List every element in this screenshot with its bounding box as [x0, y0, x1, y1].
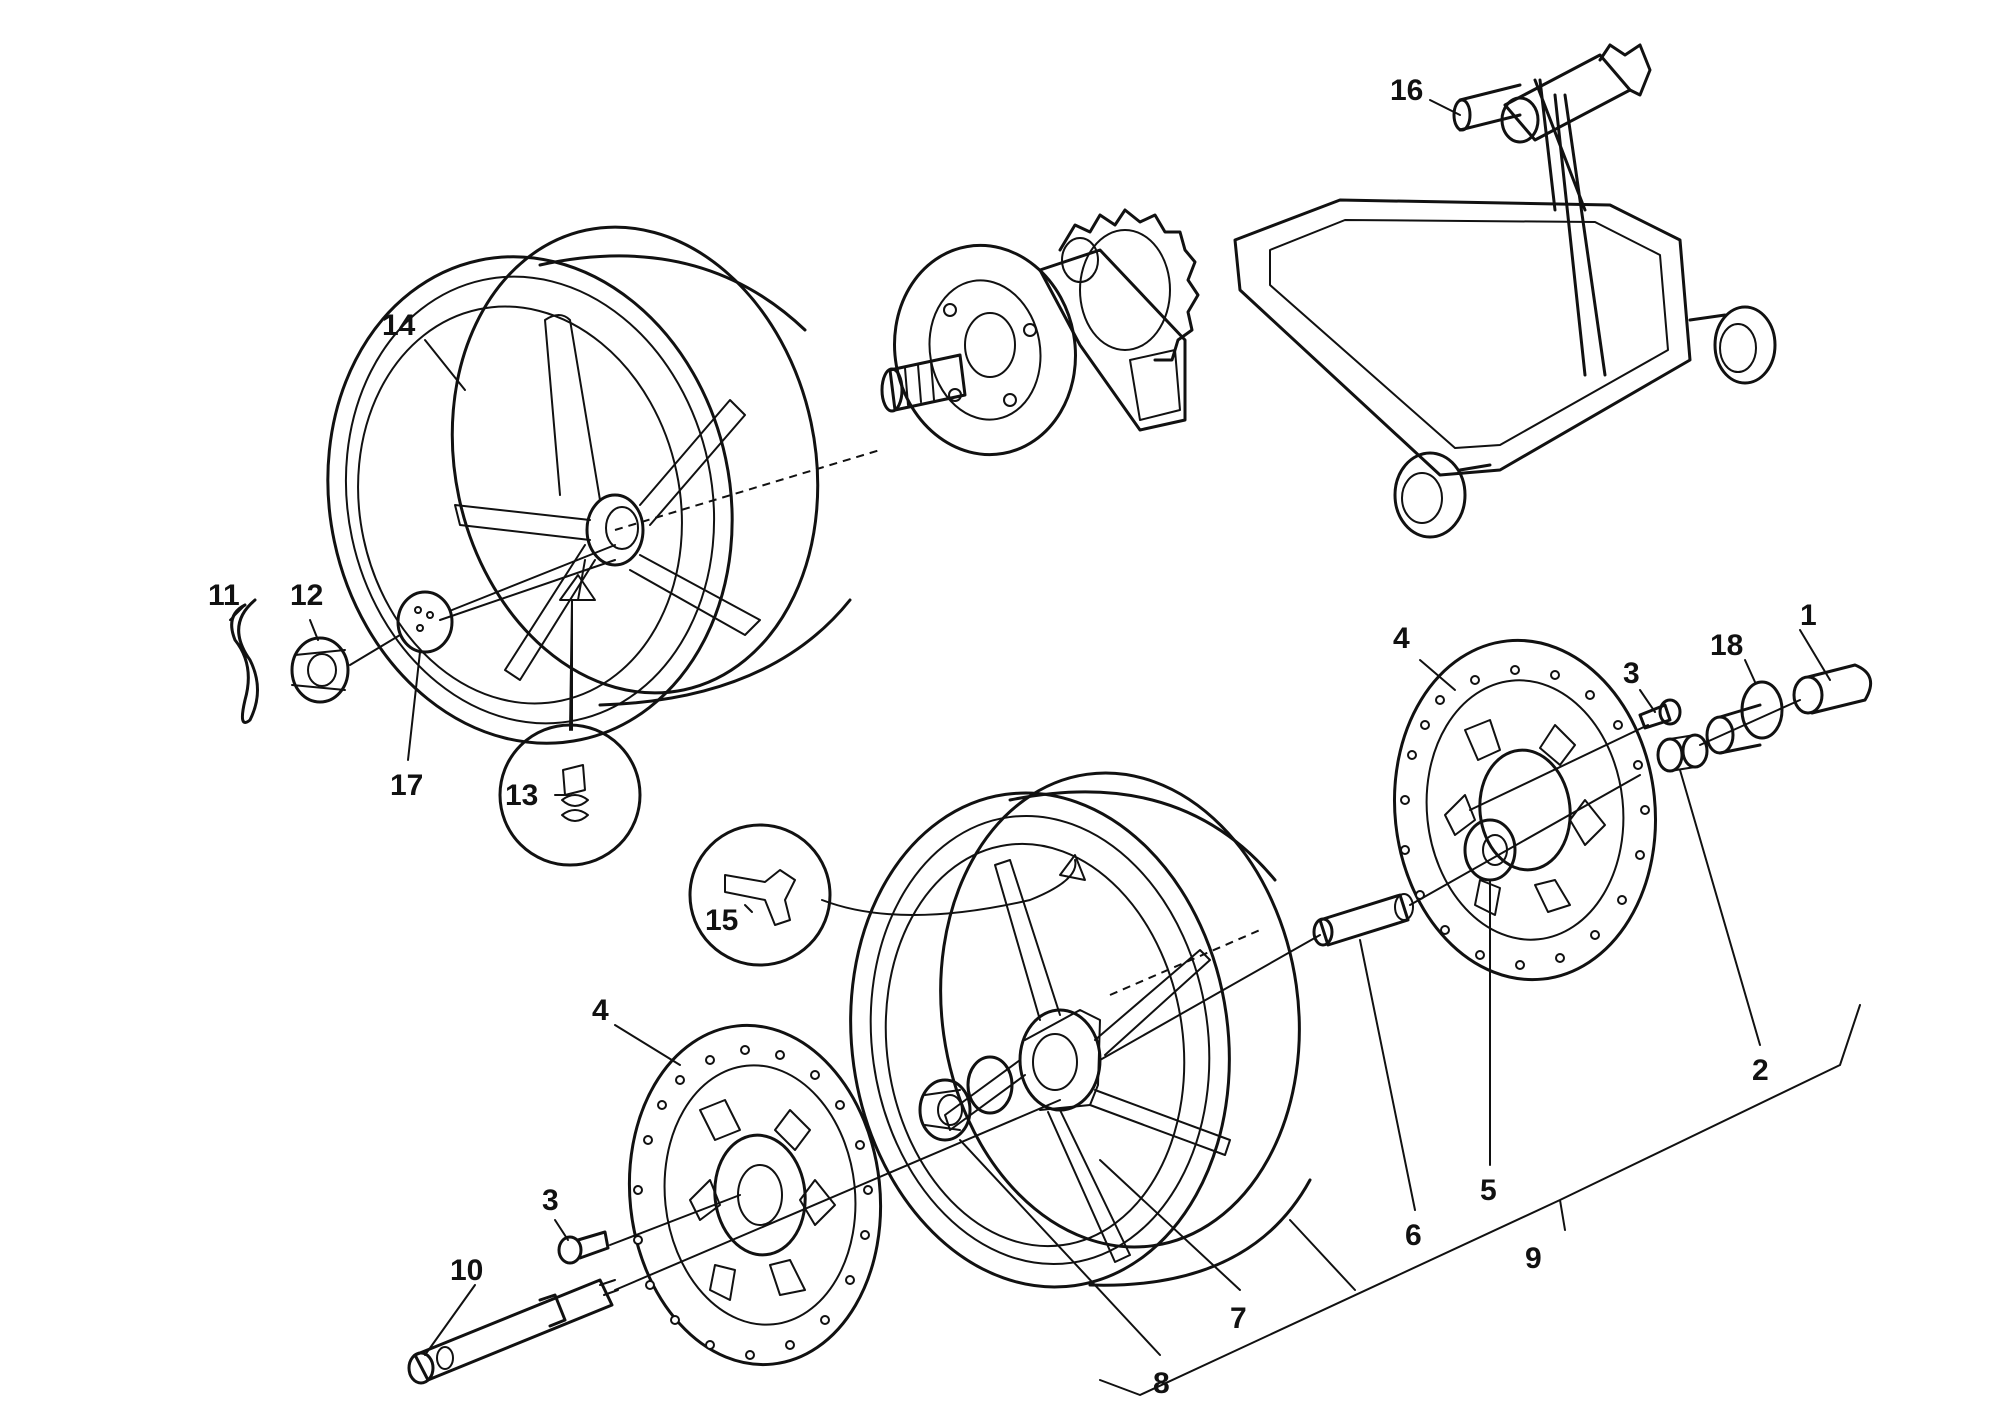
bolt-3-right	[1638, 698, 1682, 730]
callout-14: 14	[382, 309, 416, 342]
callout-1: 1	[1800, 599, 1817, 632]
end-cap-1	[1792, 663, 1873, 715]
rear-axle-line	[614, 449, 881, 531]
paddock-stand	[1233, 43, 1777, 539]
bushing-18	[1705, 680, 1784, 755]
bracket-9	[1099, 1004, 1861, 1396]
callout-16: 16	[1390, 74, 1423, 107]
disc-holes-right	[1400, 665, 1650, 970]
spacer-2	[1656, 733, 1709, 773]
disc-holes-left	[633, 1045, 873, 1360]
valve-detail-13	[498, 599, 642, 867]
bolt-leader-left	[609, 1194, 741, 1246]
callout-4-right: 4	[1393, 622, 1410, 655]
rear-axle-leader	[439, 559, 616, 621]
axle-nut-12	[290, 636, 350, 704]
leader-lines	[229, 99, 1831, 1356]
callout-4-left: 4	[592, 994, 609, 1027]
callout-18: 18	[1710, 629, 1743, 662]
bolt-leader-right	[1469, 724, 1649, 811]
spacer-6	[1312, 893, 1414, 947]
bearing-front-left	[918, 1078, 972, 1142]
callout-17: 17	[390, 769, 423, 802]
rear-hub-assembly	[880, 208, 1200, 457]
front-wheel	[849, 771, 1312, 1289]
callout-2: 2	[1752, 1054, 1769, 1087]
brake-disc-left	[627, 1023, 883, 1367]
callout-10: 10	[450, 1254, 483, 1287]
valve-detail-15	[688, 823, 1086, 967]
callout-3-left: 3	[542, 1184, 559, 1217]
callout-3-right: 3	[1623, 657, 1640, 690]
callout-6: 6	[1405, 1219, 1422, 1252]
front-axle-line	[614, 699, 1801, 1291]
bolt-3-left	[557, 1230, 610, 1265]
callout-8: 8	[1153, 1367, 1170, 1400]
callout-13: 13	[505, 779, 538, 812]
rear-wheel	[326, 225, 852, 745]
front-axle-10	[407, 1278, 619, 1385]
cap-17	[396, 590, 454, 654]
callout-11: 11	[208, 579, 240, 612]
callout-12: 12	[290, 579, 323, 612]
callout-7: 7	[1230, 1302, 1247, 1335]
clip-11	[230, 598, 259, 724]
callout-9: 9	[1525, 1242, 1542, 1275]
callout-15: 15	[705, 904, 738, 937]
rear-nut-axis	[349, 544, 616, 666]
brake-disc-right	[1392, 638, 1658, 982]
callout-5: 5	[1480, 1174, 1497, 1207]
